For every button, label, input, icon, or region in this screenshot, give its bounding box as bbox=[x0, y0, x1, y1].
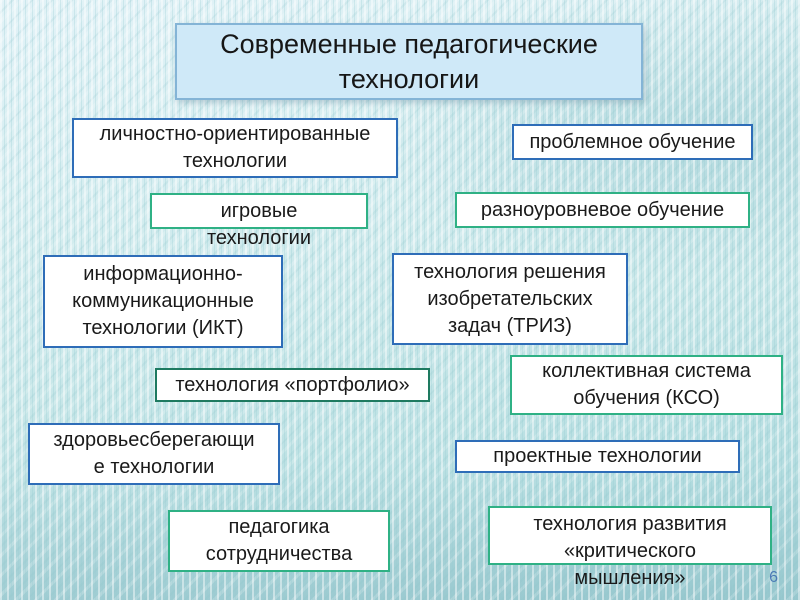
box-problem-learning: проблемное обучение bbox=[512, 124, 753, 160]
box-project-technologies: проектные технологии bbox=[455, 440, 740, 473]
box-ict: информационно- коммуникационные технолог… bbox=[43, 255, 283, 348]
box-multilevel-learning: разноуровневое обучение bbox=[455, 192, 750, 228]
box-portfolio: технология «портфолио» bbox=[155, 368, 430, 402]
box-project-technologies-label: проектные технологии bbox=[493, 445, 702, 467]
slide-title-box: Современные педагогические технологии bbox=[175, 23, 643, 100]
slide-title: Современные педагогические технологии bbox=[220, 28, 598, 94]
box-cooperation-pedagogy: педагогика сотрудничества bbox=[168, 510, 390, 572]
box-portfolio-label: технология «портфолио» bbox=[175, 373, 410, 396]
box-triz-label: технология решения изобретательских зада… bbox=[414, 260, 606, 337]
box-cooperation-pedagogy-label: педагогика сотрудничества bbox=[205, 516, 353, 565]
box-health-saving-label: здоровьесберегающи е технологии bbox=[53, 429, 255, 478]
box-critical-thinking-label: технология развития «критического мышлен… bbox=[533, 513, 727, 589]
box-game-technologies-label: игровые технологии bbox=[206, 200, 311, 249]
box-kso: коллективная система обучения (КСО) bbox=[510, 355, 783, 415]
box-problem-learning-label: проблемное обучение bbox=[529, 130, 736, 153]
box-multilevel-learning-label: разноуровневое обучение bbox=[480, 198, 725, 221]
page-number: 6 bbox=[769, 569, 778, 586]
box-health-saving: здоровьесберегающи е технологии bbox=[28, 423, 280, 485]
box-personal-oriented: личностно-ориентированные технологии bbox=[72, 118, 398, 178]
box-triz: технология решения изобретательских зада… bbox=[392, 253, 628, 345]
box-personal-oriented-label: личностно-ориентированные технологии bbox=[99, 123, 371, 172]
box-game-technologies: игровые технологии bbox=[150, 193, 368, 249]
box-critical-thinking: технология развития «критического мышлен… bbox=[488, 506, 772, 589]
box-kso-label: коллективная система обучения (КСО) bbox=[542, 360, 751, 409]
box-ict-label: информационно- коммуникационные технолог… bbox=[72, 263, 254, 339]
